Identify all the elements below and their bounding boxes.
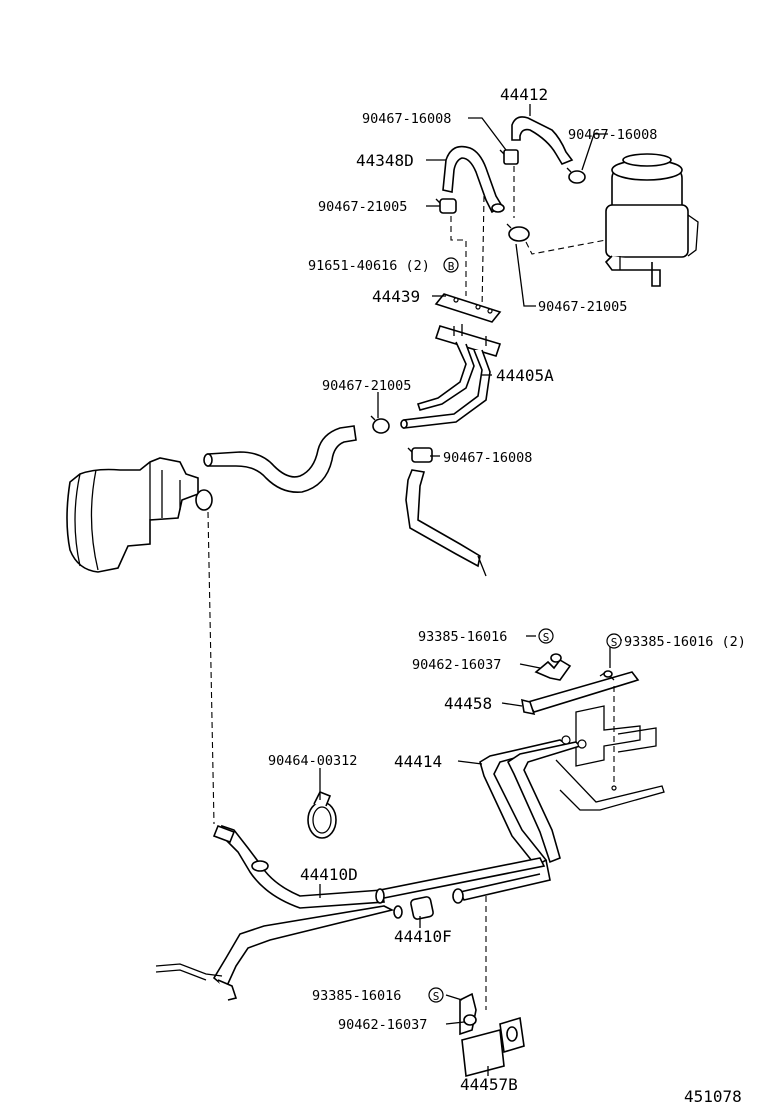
label-44458: 44458: [444, 694, 492, 713]
label-90464-00312: 90464-00312: [268, 753, 357, 769]
hose-down: [405, 469, 487, 577]
label-90467-16008-c: 90467-16008: [443, 450, 532, 466]
label-90467-16008-a: 90467-16008: [362, 111, 451, 127]
label-91651-40616: 91651-40616 (2): [308, 258, 430, 274]
leader-93385-c: [445, 994, 463, 1001]
leader-44414: [457, 760, 483, 765]
hose-44410D: [212, 824, 385, 909]
pipe-44414: [378, 735, 587, 904]
clamp-90467-16008-lower: [407, 447, 433, 463]
steering-pump: [66, 457, 213, 573]
symbol-s-circle-a: S: [538, 628, 554, 644]
clamp-90462-16037-upper: [534, 653, 572, 681]
label-44410D: 44410D: [300, 865, 358, 884]
hose-pump-return: [203, 425, 357, 494]
symbol-s-text-a: S: [543, 631, 550, 644]
reservoir-tank: [604, 153, 699, 287]
leader-dash-3: [481, 195, 485, 311]
symbol-s-text-b: S: [611, 636, 618, 649]
hose-44412: [511, 116, 574, 165]
symbol-s-text-c: S: [433, 990, 440, 1003]
symbol-b-circle: B: [443, 257, 459, 273]
label-44405A: 44405A: [496, 366, 554, 385]
label-44457B: 44457B: [460, 1075, 518, 1094]
label-90462-16037-b: 90462-16037: [338, 1017, 427, 1033]
sleeve-44410F: [393, 896, 434, 920]
clamp-90467-16008-top: [499, 149, 519, 165]
figure-number: 451078: [684, 1087, 742, 1106]
clamp-90467-21005-right: [506, 223, 530, 242]
leader-dash-2: [450, 216, 467, 296]
pressure-line-lower: [155, 905, 395, 1001]
clamp-90467-21005-mid: [370, 415, 390, 434]
bracket-44439: [434, 293, 502, 323]
label-90462-16037-a: 90462-16037: [412, 657, 501, 673]
label-44410F: 44410F: [394, 927, 452, 946]
leader-90467-21005-b: [515, 243, 536, 307]
hose-44348D: [442, 145, 505, 214]
label-90467-21005-a: 90467-21005: [318, 199, 407, 215]
label-93385-16016-b: 93385-16016 (2): [624, 634, 746, 650]
leader-dash-pump: [207, 511, 215, 825]
frame-member: [555, 705, 665, 811]
label-44412: 44412: [500, 85, 548, 104]
bracket-44458: [521, 670, 640, 716]
clamp-90467-16008-reservoir: [566, 167, 586, 184]
leader-90467-16008-a: [468, 117, 507, 151]
bolt-dot: [611, 785, 617, 791]
label-93385-16016-a: 93385-16016: [418, 629, 507, 645]
symbol-s-circle-b: S: [606, 633, 622, 649]
label-90467-21005-b: 90467-21005: [538, 299, 627, 315]
symbol-s-circle-c: S: [428, 987, 444, 1003]
label-90467-21005-c: 90467-21005: [322, 378, 411, 394]
leader-90462-a: [519, 663, 541, 669]
clamp-90464-00312: [307, 790, 337, 839]
label-44414: 44414: [394, 752, 442, 771]
label-90467-16008-b: 90467-16008: [568, 127, 657, 143]
leader-90467-16008-b: [581, 133, 608, 171]
clamp-90462-16037-lower: [459, 992, 477, 1036]
label-44439: 44439: [372, 287, 420, 306]
label-93385-16016-c: 93385-16016: [312, 988, 401, 1004]
label-44348D: 44348D: [356, 151, 414, 170]
pipe-44405A: [400, 324, 502, 429]
symbol-b-text: B: [448, 260, 455, 273]
leader-44458: [501, 702, 523, 707]
bracket-44457B: [461, 1016, 525, 1078]
leader-90462-b: [445, 1021, 465, 1025]
leader-dash-4: [525, 239, 607, 255]
